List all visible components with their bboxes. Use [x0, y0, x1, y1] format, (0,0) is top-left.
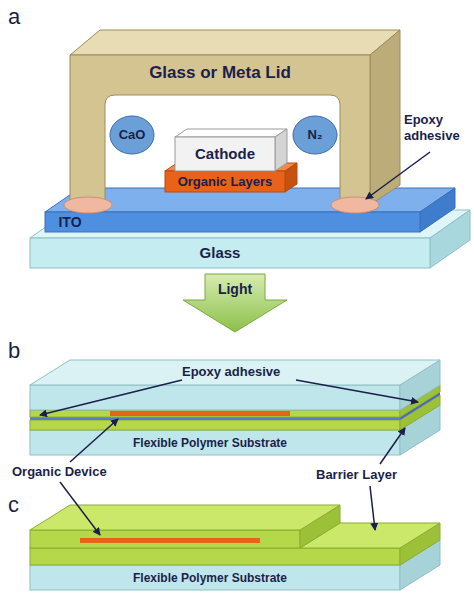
leader-line [40, 380, 182, 415]
node-text: N₂ [307, 127, 322, 143]
cathode-box: Cathode [175, 143, 275, 165]
node-text: Cathode [195, 145, 255, 163]
label-text: Epoxy adhesive [182, 364, 280, 379]
label-text: Epoxy adhesive [404, 112, 460, 143]
leader-line [70, 419, 118, 462]
node-text: ITO [58, 214, 81, 231]
epoxy-seal [331, 197, 379, 213]
callout-label: Epoxy adhesive [404, 112, 470, 143]
leader-line [370, 486, 375, 530]
node-text: Organic Layers [178, 174, 273, 190]
ito-layer-box: ITO [50, 213, 90, 231]
glass-layer-box: Glass [170, 243, 270, 263]
organic-layer-box: Organic Layers [165, 172, 285, 192]
node-text: Glass or Meta Lid [149, 63, 291, 83]
label-text: c [8, 492, 19, 517]
label-text: a [8, 4, 20, 29]
leader-line [366, 152, 430, 199]
panel-letter: c [8, 492, 19, 518]
leader-line [296, 380, 418, 402]
lid [70, 30, 400, 205]
substrate-box: Flexible Polymer Substrate [60, 433, 360, 453]
cathode [175, 129, 287, 171]
ito-layer [45, 188, 455, 232]
substrate-box: Flexible Polymer Substrate [60, 568, 360, 588]
node-text: Glass [200, 244, 241, 262]
light-arrow-box: Light [195, 279, 275, 299]
panel-c-stack [30, 505, 440, 590]
node-text: CaO [119, 127, 146, 143]
cao-ellipse: CaO [112, 126, 152, 144]
node-text: Light [218, 281, 252, 298]
epoxy-seal [64, 197, 112, 213]
panel-letter: a [8, 4, 20, 30]
label-text: b [8, 338, 20, 363]
light-arrow [183, 274, 287, 332]
glass-substrate [30, 210, 470, 268]
n2-ellipse: N₂ [295, 126, 335, 144]
label-text: Barrier Layer [316, 467, 397, 482]
callout-label: Epoxy adhesive [182, 364, 280, 380]
panel-b-stack [30, 360, 440, 455]
callout-label: Organic Device [12, 464, 107, 480]
cao-getter [110, 116, 154, 154]
n2-fill [293, 116, 337, 154]
leader-line [380, 428, 405, 464]
node-text: Flexible Polymer Substrate [133, 436, 287, 450]
leader-line [60, 482, 100, 535]
label-text: Organic Device [12, 464, 107, 479]
node-text: Flexible Polymer Substrate [133, 571, 287, 585]
callout-label: Barrier Layer [316, 467, 397, 483]
panel-letter: b [8, 338, 20, 364]
